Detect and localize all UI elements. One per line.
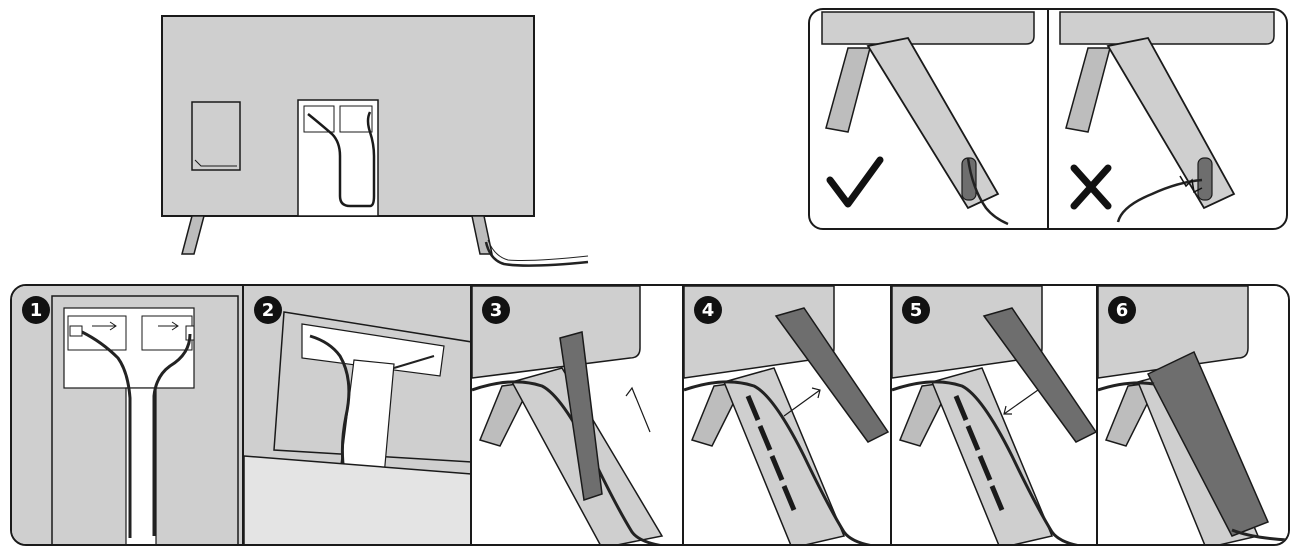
step-4-panel: 4: [684, 286, 892, 544]
correct-routing-panel: [821, 11, 1035, 226]
step-number: 1: [22, 296, 50, 324]
incorrect-routing-panel: [1059, 11, 1275, 223]
step-3-panel: 3: [472, 286, 684, 544]
step-1-panel: 1: [12, 286, 244, 544]
tv-rear-overview: [150, 10, 600, 270]
step-6-panel: 6: [1098, 286, 1288, 544]
step-number: 2: [254, 296, 282, 324]
installation-steps: 1 2 3: [10, 284, 1290, 546]
step-number: 5: [902, 296, 930, 324]
cable-routing-comparison: [808, 8, 1288, 230]
cross-mark-icon: [1070, 164, 1112, 210]
step-number: 4: [694, 296, 722, 324]
step-number: 3: [482, 296, 510, 324]
step-number: 6: [1108, 296, 1136, 324]
step-2-panel: 2: [244, 286, 472, 544]
step-5-panel: 5: [892, 286, 1098, 544]
check-mark-icon: [826, 156, 884, 208]
